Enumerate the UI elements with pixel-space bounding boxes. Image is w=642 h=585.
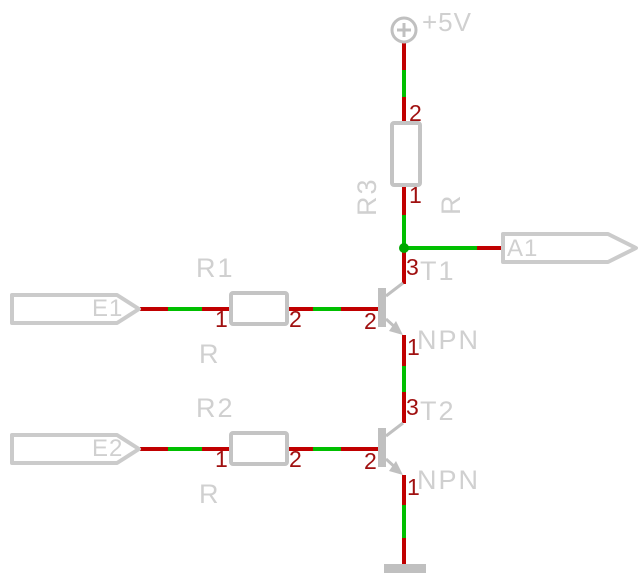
pin-number-t1-2: 2 bbox=[364, 308, 377, 334]
t2-emitter-arrow-icon bbox=[389, 461, 403, 475]
transistor-t1-symbol[interactable] bbox=[378, 281, 404, 335]
part-name-r3: R3 bbox=[352, 177, 382, 216]
t1-collector-line bbox=[385, 281, 404, 298]
wire-junction-dot[interactable] bbox=[399, 243, 409, 253]
t2-base-bar bbox=[378, 428, 386, 467]
resistor-r1-body[interactable] bbox=[229, 291, 289, 326]
resistor-r2-body[interactable] bbox=[229, 431, 289, 466]
output-flag-a1[interactable] bbox=[501, 232, 638, 264]
pin-number-r3-1: 1 bbox=[409, 182, 422, 208]
part-value-r3: R bbox=[436, 193, 466, 216]
part-name-r1: R1 bbox=[196, 253, 235, 283]
pin-number-r2-1: 1 bbox=[215, 446, 228, 472]
resistor-r3-body[interactable] bbox=[390, 121, 422, 187]
part-value-t2: NPN bbox=[417, 465, 481, 495]
pin-number-r1-1: 1 bbox=[215, 306, 228, 332]
vcc-symbol[interactable] bbox=[390, 16, 418, 44]
part-value-r2: R bbox=[199, 479, 221, 509]
pin-number-t2-1: 1 bbox=[407, 474, 420, 500]
input-flag-e1[interactable] bbox=[10, 293, 141, 325]
ground-symbol[interactable] bbox=[384, 564, 426, 573]
pin-number-r3-2: 2 bbox=[409, 100, 422, 126]
part-name-t2: T2 bbox=[420, 396, 456, 426]
flag-label-a1: A1 bbox=[507, 235, 539, 262]
part-value-t1: NPN bbox=[417, 325, 481, 355]
input-flag-e2[interactable] bbox=[10, 433, 141, 465]
pin-number-t2-3: 3 bbox=[406, 394, 419, 420]
transistor-t2-symbol[interactable] bbox=[378, 421, 404, 475]
flag-label-e1: E1 bbox=[92, 295, 124, 322]
pin-number-t1-1: 1 bbox=[407, 334, 420, 360]
pin-number-t1-3: 3 bbox=[406, 254, 419, 280]
vcc-label: +5V bbox=[422, 7, 472, 37]
t2-collector-line bbox=[385, 421, 404, 438]
part-name-t1: T1 bbox=[420, 256, 456, 286]
pin-number-r1-2: 2 bbox=[289, 306, 302, 332]
vcc-circle bbox=[390, 16, 418, 44]
t1-base-bar bbox=[378, 288, 386, 327]
t1-emitter-arrow-icon bbox=[389, 321, 403, 335]
part-name-r2: R2 bbox=[196, 393, 235, 423]
part-value-r1: R bbox=[199, 339, 221, 369]
pin-number-r2-2: 2 bbox=[289, 446, 302, 472]
flag-label-e2: E2 bbox=[92, 435, 124, 462]
pin-number-t2-2: 2 bbox=[364, 448, 377, 474]
